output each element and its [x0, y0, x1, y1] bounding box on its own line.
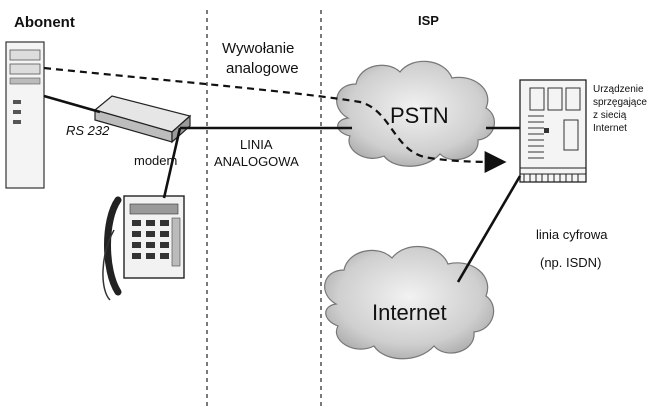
modem-label: modem [134, 153, 178, 168]
gateway-label-3: z siecią [593, 110, 627, 121]
analog-call-path [43, 66, 507, 173]
gateway-label-2: sprzęgające [593, 97, 647, 108]
digital-line [456, 175, 522, 283]
internet-label: Internet [372, 300, 447, 325]
rs232-label: RS 232 [66, 123, 110, 138]
cloud-icon [336, 60, 495, 167]
digital-line-label-2: (np. ISDN) [540, 255, 602, 270]
computer-tower-icon [5, 41, 45, 189]
gateway-label-4: Internet [593, 123, 627, 134]
telephone-icon [102, 195, 185, 301]
isp-heading: ISP [418, 13, 439, 28]
analog-line-label-1: LINIA [240, 137, 273, 152]
pc-modem-line [43, 94, 101, 114]
digital-line-label-1: linia cyfrowa [536, 227, 608, 242]
call-type-label-2: analogowe [226, 60, 299, 77]
call-type-label-1: Wywołanie [222, 40, 295, 57]
cloud-icon [324, 245, 495, 360]
analog-line-label-2: ANALOGOWA [214, 154, 299, 169]
server-rack-icon [519, 79, 587, 183]
phone-line [162, 127, 182, 199]
pstn-label: PSTN [390, 103, 449, 128]
subscriber-heading: Abonent [14, 14, 75, 31]
gateway-label-1: Urządzenie [593, 84, 644, 95]
